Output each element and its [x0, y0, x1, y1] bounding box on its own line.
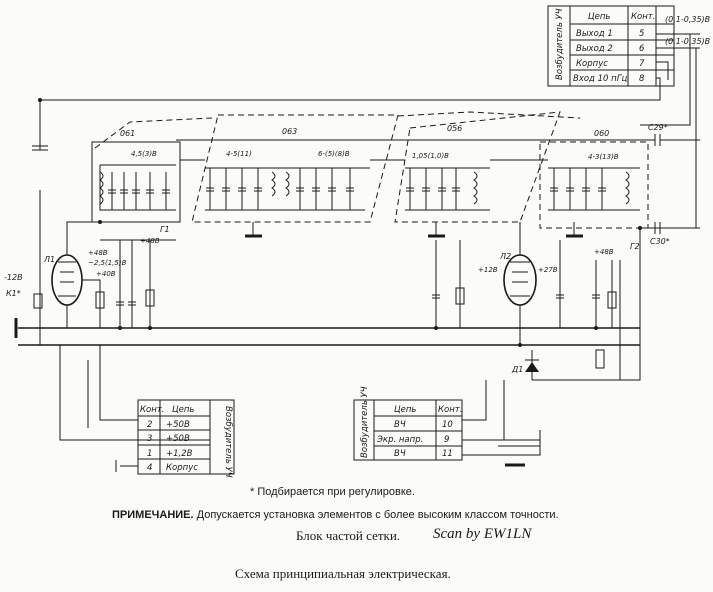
l1-voltage-b: ~2,5(1,5)В [88, 259, 127, 267]
note-text: Допускается установка элементов с более … [196, 509, 559, 521]
block-063: 063 4-5(11) 6-(5)(8)В [191, 114, 399, 223]
table-top-row4-contact: 8 [639, 74, 645, 84]
l1-voltage-c: +40В [96, 270, 116, 278]
table-top-row2-circuit: Выход 2 [576, 44, 613, 54]
table-top-header-circuit: Цепь [588, 12, 610, 22]
table-bm-row3-contact: 11 [442, 449, 453, 459]
block-063-label: 063 [282, 127, 297, 136]
block-internals [99, 164, 640, 211]
table-top-header-contact: Конт. [631, 12, 655, 22]
b063b-voltage: 6-(5)(8)В [318, 150, 350, 158]
block-061: 061 4,5(3)В [91, 129, 181, 223]
tube-l1: Л1 [43, 254, 83, 306]
l2-voltage-b: +48В [594, 248, 614, 256]
main-note: ПРИМЕЧАНИЕ. Допускается установка элемен… [112, 509, 559, 521]
g1-label: Г1 [160, 225, 170, 234]
out1-voltage: (0,1-0,35)В [665, 15, 710, 24]
k1-label: К1* [6, 289, 21, 298]
table-bl-row4-contact: 4 [147, 463, 152, 473]
table-bm-row3-circuit: ВЧ [394, 449, 406, 459]
table-bm-row1-circuit: ВЧ [394, 420, 406, 430]
table-bl-row1-circuit: +50В [166, 420, 190, 430]
note-label: ПРИМЕЧАНИЕ. [112, 509, 194, 521]
table-top-side-label: Возбудитель УЧ [555, 8, 565, 80]
b061-voltage: 4,5(3)В [131, 150, 157, 158]
table-top-row3-circuit: Корпус [576, 59, 608, 69]
table-bl-header-contact: Конт. [140, 405, 164, 415]
connector-table-bottom-mid: Возбудитель УЧ Цепь Конт. ВЧ 10 Экр. нап… [353, 386, 463, 461]
table-bl-side-label: Возбудитель УЧ [223, 406, 233, 478]
asterisk-note: * Подбирается при регулировке. [250, 486, 415, 498]
table-bl-header-circuit: Цепь [172, 405, 194, 415]
connector-table-top: Возбудитель УЧ Цепь Конт. Выход 1 5 Выхо… [547, 5, 675, 87]
table-bm-header-circuit: Цепь [394, 405, 416, 415]
l2-voltage-c: +12В [478, 266, 498, 274]
table-bl-row2-contact: 3 [147, 434, 152, 444]
table-top-row3-contact: 7 [639, 59, 645, 69]
block-056-label: 056 [447, 124, 462, 133]
table-top-row2-contact: 6 [639, 44, 645, 54]
block-060-label: 060 [594, 129, 609, 138]
table-top-row1-contact: 5 [639, 29, 644, 39]
table-bl-row1-contact: 2 [147, 420, 152, 430]
c30-label: C30* [650, 237, 670, 246]
g2-label: Г2 [630, 242, 640, 251]
connector-table-bottom-left: Конт. Цепь 2 +50В 3 +50В 1 +1,2В 4 Корпу… [137, 399, 235, 478]
table-bl-row3-contact: 1 [147, 449, 152, 459]
table-bl-row3-circuit: +1,2В [166, 449, 193, 459]
schema-title: Схема принципиальная электрическая. [235, 566, 451, 581]
scan-credit: Scan by EW1LN [433, 526, 532, 542]
table-top-row4-circuit: Вход 10 пГц [573, 74, 627, 84]
diode-d1-label: Д1 [511, 365, 523, 374]
b056-voltage: 1,05(1,0)В [412, 152, 449, 160]
table-bm-side-label: Возбудитель УЧ [360, 386, 370, 458]
out2-voltage: (0,1-0,35)В [665, 37, 710, 46]
tube-l2-label: Л2 [499, 252, 511, 261]
b060-voltage: 4-3(13)В [588, 153, 619, 161]
tube-l2: Л2 [499, 252, 537, 306]
c29-label: C29* [648, 123, 668, 132]
table-bl-row4-circuit: Корпус [166, 463, 198, 473]
junction-dots [38, 98, 642, 347]
block-title: Блок частой сетки. [296, 528, 401, 543]
l1-voltage-a: +48В [88, 249, 108, 257]
table-top-row1-circuit: Выход 1 [576, 29, 613, 39]
table-bm-row2-circuit: Экр. напр. [376, 435, 423, 445]
table-bm-row1-contact: 10 [442, 420, 453, 430]
block-056: 056 1,05(1,0)В [394, 111, 561, 223]
table-bl-row2-circuit: +50В [166, 434, 190, 444]
l2-voltage-a: +27В [538, 266, 558, 274]
b063-voltage: 4-5(11) [226, 150, 252, 158]
diode-d1: Д1 [511, 350, 539, 380]
block-060: 060 4-3(13)В [539, 129, 649, 229]
table-bm-header-contact: Конт. [438, 405, 462, 415]
block-061-label: 061 [120, 129, 135, 138]
tube-l1-label: Л1 [43, 255, 55, 264]
table-bm-row2-contact: 9 [444, 435, 449, 445]
minus12-voltage: -12В [4, 273, 23, 282]
